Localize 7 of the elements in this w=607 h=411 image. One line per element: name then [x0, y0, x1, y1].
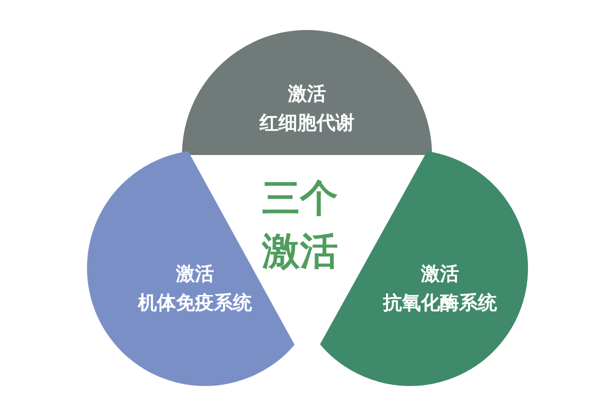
center-title: 三个激活 [262, 175, 338, 276]
node-heading: 激活 [420, 262, 460, 287]
node-heading: 激活 [286, 82, 327, 107]
node-text: 机体免疫系统 [136, 290, 253, 316]
node-text: 抗氧化酶系统 [382, 290, 498, 316]
node-text: 红细胞代谢 [258, 110, 356, 136]
node-heading: 激活 [174, 262, 215, 287]
